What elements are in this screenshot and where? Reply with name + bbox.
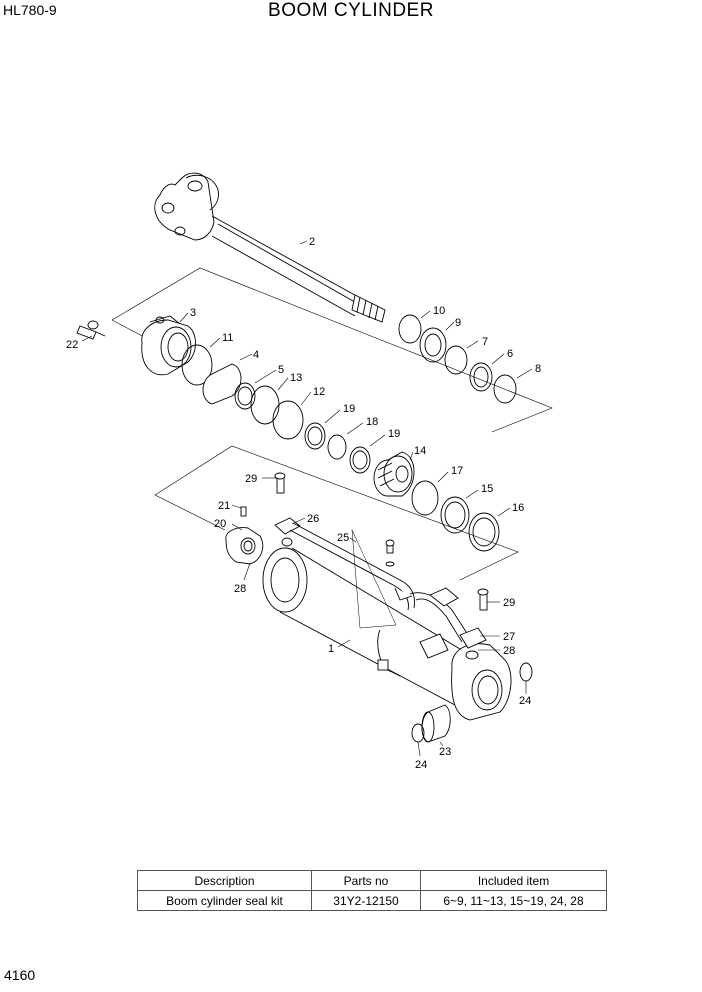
callout-20: 20 — [214, 518, 226, 530]
callout-18: 18 — [366, 416, 378, 428]
table-cell-description: Boom cylinder seal kit — [137, 890, 312, 911]
ring-16 — [468, 512, 500, 552]
callout-11: 11 — [222, 332, 233, 344]
callout-7: 7 — [482, 336, 488, 348]
ring-5 — [234, 382, 256, 410]
page-title: BOOM CYLINDER — [268, 0, 434, 21]
callout-3: 3 — [190, 307, 196, 319]
callout-9: 9 — [455, 317, 461, 329]
cylinder-tube — [262, 547, 512, 721]
ring-19a — [304, 422, 326, 450]
ring-19b — [349, 446, 371, 474]
callout-13: 13 — [290, 372, 302, 384]
page-number: 4160 — [4, 967, 36, 983]
piston-rod — [154, 172, 386, 323]
seal-kit-table: Description Parts no Included item Boom … — [137, 870, 607, 911]
callout-2: 2 — [309, 236, 315, 248]
callout-24b: 24 — [415, 759, 427, 771]
table-header-row: Description Parts no Included item — [137, 870, 607, 891]
callout-4: 4 — [253, 349, 259, 361]
column-header: Description — [137, 870, 312, 891]
rod-cover — [141, 315, 196, 376]
table-cell-parts-no: 31Y2-12150 — [311, 890, 421, 911]
callout-26: 26 — [307, 513, 319, 525]
callout-19a: 19 — [343, 403, 355, 415]
callout-5: 5 — [278, 364, 284, 376]
callout-23: 23 — [439, 746, 451, 758]
ring-8 — [493, 374, 517, 404]
ring-13 — [250, 385, 280, 425]
callout-19b: 19 — [388, 428, 400, 440]
ring-10 — [398, 314, 422, 344]
ring-11 — [181, 344, 213, 386]
callout-17: 17 — [451, 465, 463, 477]
callout-15: 15 — [481, 483, 493, 495]
ring-24a — [519, 662, 533, 682]
head-block-20 — [225, 527, 264, 565]
callout-8: 8 — [535, 363, 541, 375]
bushing-23 — [421, 704, 451, 743]
ring-6 — [469, 362, 493, 392]
callout-labels: 2 3 22 10 9 11 4 7 5 13 6 8 12 19 18 19 … — [66, 236, 541, 771]
callout-1: 1 — [328, 643, 334, 655]
seal-9 — [419, 327, 447, 363]
callout-22: 22 — [66, 339, 78, 351]
callout-29a: 29 — [245, 473, 257, 485]
callout-25: 25 — [337, 532, 349, 544]
model-code: HL780-9 — [3, 2, 57, 18]
ring-7 — [444, 345, 468, 375]
piston-14 — [373, 451, 415, 497]
column-header: Included item — [420, 870, 607, 891]
callout-28a: 28 — [234, 583, 246, 595]
ring-17 — [411, 480, 439, 516]
callout-6: 6 — [507, 348, 513, 360]
ring-15 — [440, 496, 470, 534]
callout-28b: 28 — [503, 645, 515, 657]
bushing-4 — [202, 363, 242, 405]
ring-12 — [272, 400, 304, 440]
table-cell-included-item: 6~9, 11~13, 15~19, 24, 28 — [420, 890, 607, 911]
callout-29b: 29 — [503, 597, 515, 609]
column-header: Parts no — [311, 870, 421, 891]
ring-18 — [327, 434, 347, 460]
pipe-25 — [274, 517, 487, 660]
callout-14: 14 — [414, 445, 426, 457]
table-row: Boom cylinder seal kit 31Y2-12150 6~9, 1… — [137, 890, 607, 911]
bolts — [240, 472, 489, 611]
callout-16: 16 — [512, 502, 524, 514]
callout-24a: 24 — [519, 695, 531, 707]
callout-12: 12 — [313, 386, 325, 398]
callout-10: 10 — [433, 305, 445, 317]
callout-27: 27 — [503, 631, 515, 643]
bolt-22 — [76, 320, 106, 340]
callout-21: 21 — [218, 500, 230, 512]
